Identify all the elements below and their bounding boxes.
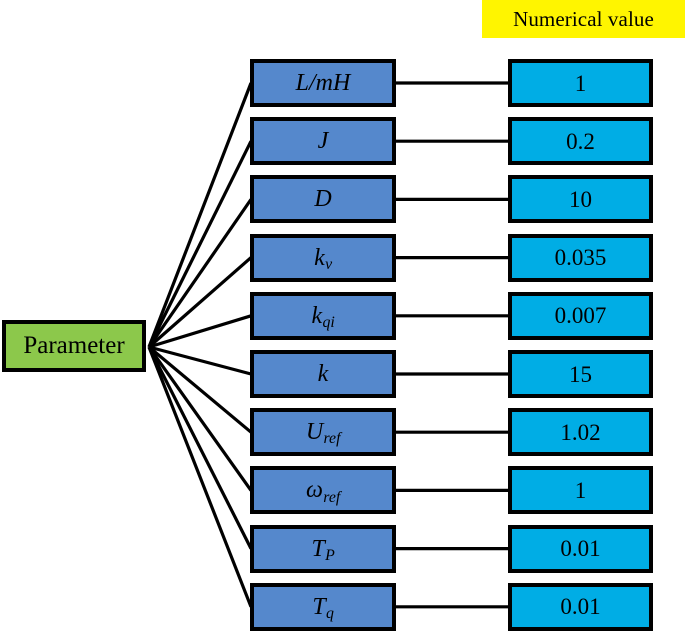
fan-connector-line [147,82,253,348]
parameter-name-subscript: q [326,604,334,622]
parameter-root-label: Parameter [23,332,125,359]
fan-connector-line [148,314,252,349]
parameter-name-subscript: qi [322,313,335,331]
numerical-value-header: Numerical value [482,0,685,38]
parameter-name-label: ωref [306,477,341,506]
parameter-value-label: 0.01 [560,536,601,562]
parameter-value-label: 0.035 [554,245,607,271]
parameter-name-subscript: ref [323,488,341,506]
fan-connector-line [147,345,253,434]
parameter-name-label: Uref [305,419,341,448]
parameter-name-box[interactable]: Tq [250,582,396,631]
parameter-name-box[interactable]: TP [250,524,396,573]
fan-connector-line [147,256,253,349]
parameter-root-node[interactable]: Parameter [2,320,146,372]
parameter-name-box[interactable]: J [250,117,396,166]
parameter-value-box[interactable]: 0.2 [508,117,653,166]
parameter-value-label: 15 [569,361,592,387]
parameter-value-label: 1 [574,477,587,503]
parameter-name-label: J [317,128,329,155]
fan-connector-line [147,346,253,492]
fan-connector-line [147,140,253,348]
fan-connector-line [147,198,253,348]
parameter-value-box[interactable]: 1 [508,466,653,515]
parameter-name-box[interactable]: kv [250,233,396,282]
parameter-value-box[interactable]: 10 [508,175,653,224]
parameter-name-box[interactable]: kqi [250,291,396,340]
parameter-value-label: 1 [574,70,587,96]
parameter-value-box[interactable]: 0.01 [508,582,653,631]
parameter-value-box[interactable]: 0.035 [508,233,653,282]
parameter-name-label: Tq [312,593,334,622]
fan-connector-line [147,346,253,550]
parameter-value-box[interactable]: 15 [508,350,653,398]
parameter-name-subscript: ref [323,430,341,448]
parameter-name-box[interactable]: Uref [250,408,396,457]
fan-connector-line [148,345,252,376]
parameter-value-box[interactable]: 1 [508,59,653,107]
parameter-name-label: k [317,361,329,387]
parameter-name-subscript: P [325,546,335,564]
parameter-value-box[interactable]: 0.01 [508,524,653,573]
parameter-name-box[interactable]: k [250,350,396,398]
parameter-name-label: TP [311,535,335,564]
parameter-name-box[interactable]: L/mH [250,59,396,107]
parameter-value-box[interactable]: 0.007 [508,291,653,340]
parameter-name-box[interactable]: D [250,175,396,224]
parameter-name-label: kqi [311,302,335,331]
parameter-name-label: D [314,186,332,213]
parameter-value-label: 0.2 [566,128,595,154]
parameter-value-label: 10 [569,186,592,212]
parameter-value-label: 0.01 [560,594,601,620]
parameter-name-label: kv [314,244,333,273]
parameter-name-label: L/mH [295,70,351,96]
parameter-name-box[interactable]: ωref [250,466,396,515]
parameter-value-label: 1.02 [560,419,601,445]
fan-connector-line [147,346,253,608]
parameter-value-label: 0.007 [554,303,607,329]
parameter-name-subscript: v [325,255,333,273]
parameter-value-box[interactable]: 1.02 [508,408,653,457]
numerical-value-header-label: Numerical value [513,6,654,31]
